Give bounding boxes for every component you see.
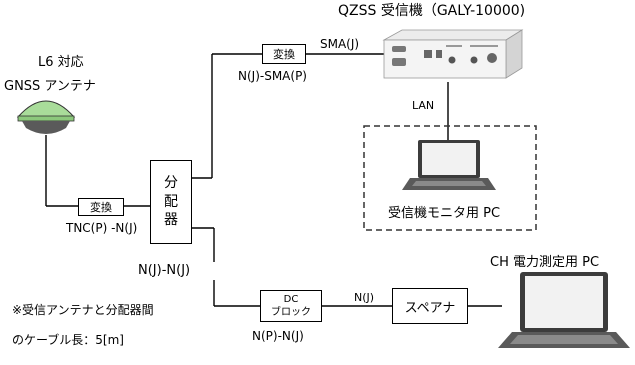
power-laptop-icon xyxy=(498,272,630,348)
receiver-title: QZSS 受信機（GALY-10000) xyxy=(338,3,526,19)
monitor-pc-label: 受信機モニタ用 PC xyxy=(388,206,501,221)
converter-top-port: SMA(J) xyxy=(320,37,360,51)
spectrum-analyzer-box: スペアナ xyxy=(392,288,468,324)
lan-label: LAN xyxy=(412,99,435,112)
dc-block-line2: ブロック xyxy=(271,307,311,318)
monitor-laptop-icon xyxy=(402,140,496,190)
splitter-out-label: N(J)-N(J) xyxy=(138,263,191,278)
splitter-box: 分 配 器 xyxy=(150,160,192,244)
converter-top-label: 変換 xyxy=(273,48,295,61)
converter-left-spec: TNC(P) -N(J) xyxy=(66,221,138,235)
power-pc-label: CH 電力測定用 PC xyxy=(490,255,600,270)
gnss-antenna-icon xyxy=(16,100,76,134)
converter-left-label: 変換 xyxy=(90,201,112,214)
dc-block-box: DC ブロック xyxy=(260,290,322,322)
converter-top-box: 変換 xyxy=(262,44,306,64)
dc-block-spec: N(P)-N(J) xyxy=(252,329,304,343)
qzss-receiver-icon xyxy=(382,29,524,79)
dc-block-line1: DC xyxy=(283,294,299,305)
dc-block-port: N(J) xyxy=(354,291,375,304)
antenna-label-line2: GNSS アンテナ xyxy=(4,79,96,94)
spectrum-analyzer-label: スペアナ xyxy=(404,300,456,316)
splitter-label: 分 配 器 xyxy=(164,174,178,229)
note-line2: のケーブル長：5[m] xyxy=(12,333,124,347)
converter-top-spec: N(J)-SMA(P) xyxy=(238,69,307,83)
monitor-pc-frame xyxy=(363,125,537,231)
antenna-label-line1: L6 対応 xyxy=(38,55,84,70)
converter-left-box: 変換 xyxy=(78,198,124,216)
note-line1: ※受信アンテナと分配器間 xyxy=(12,303,154,317)
